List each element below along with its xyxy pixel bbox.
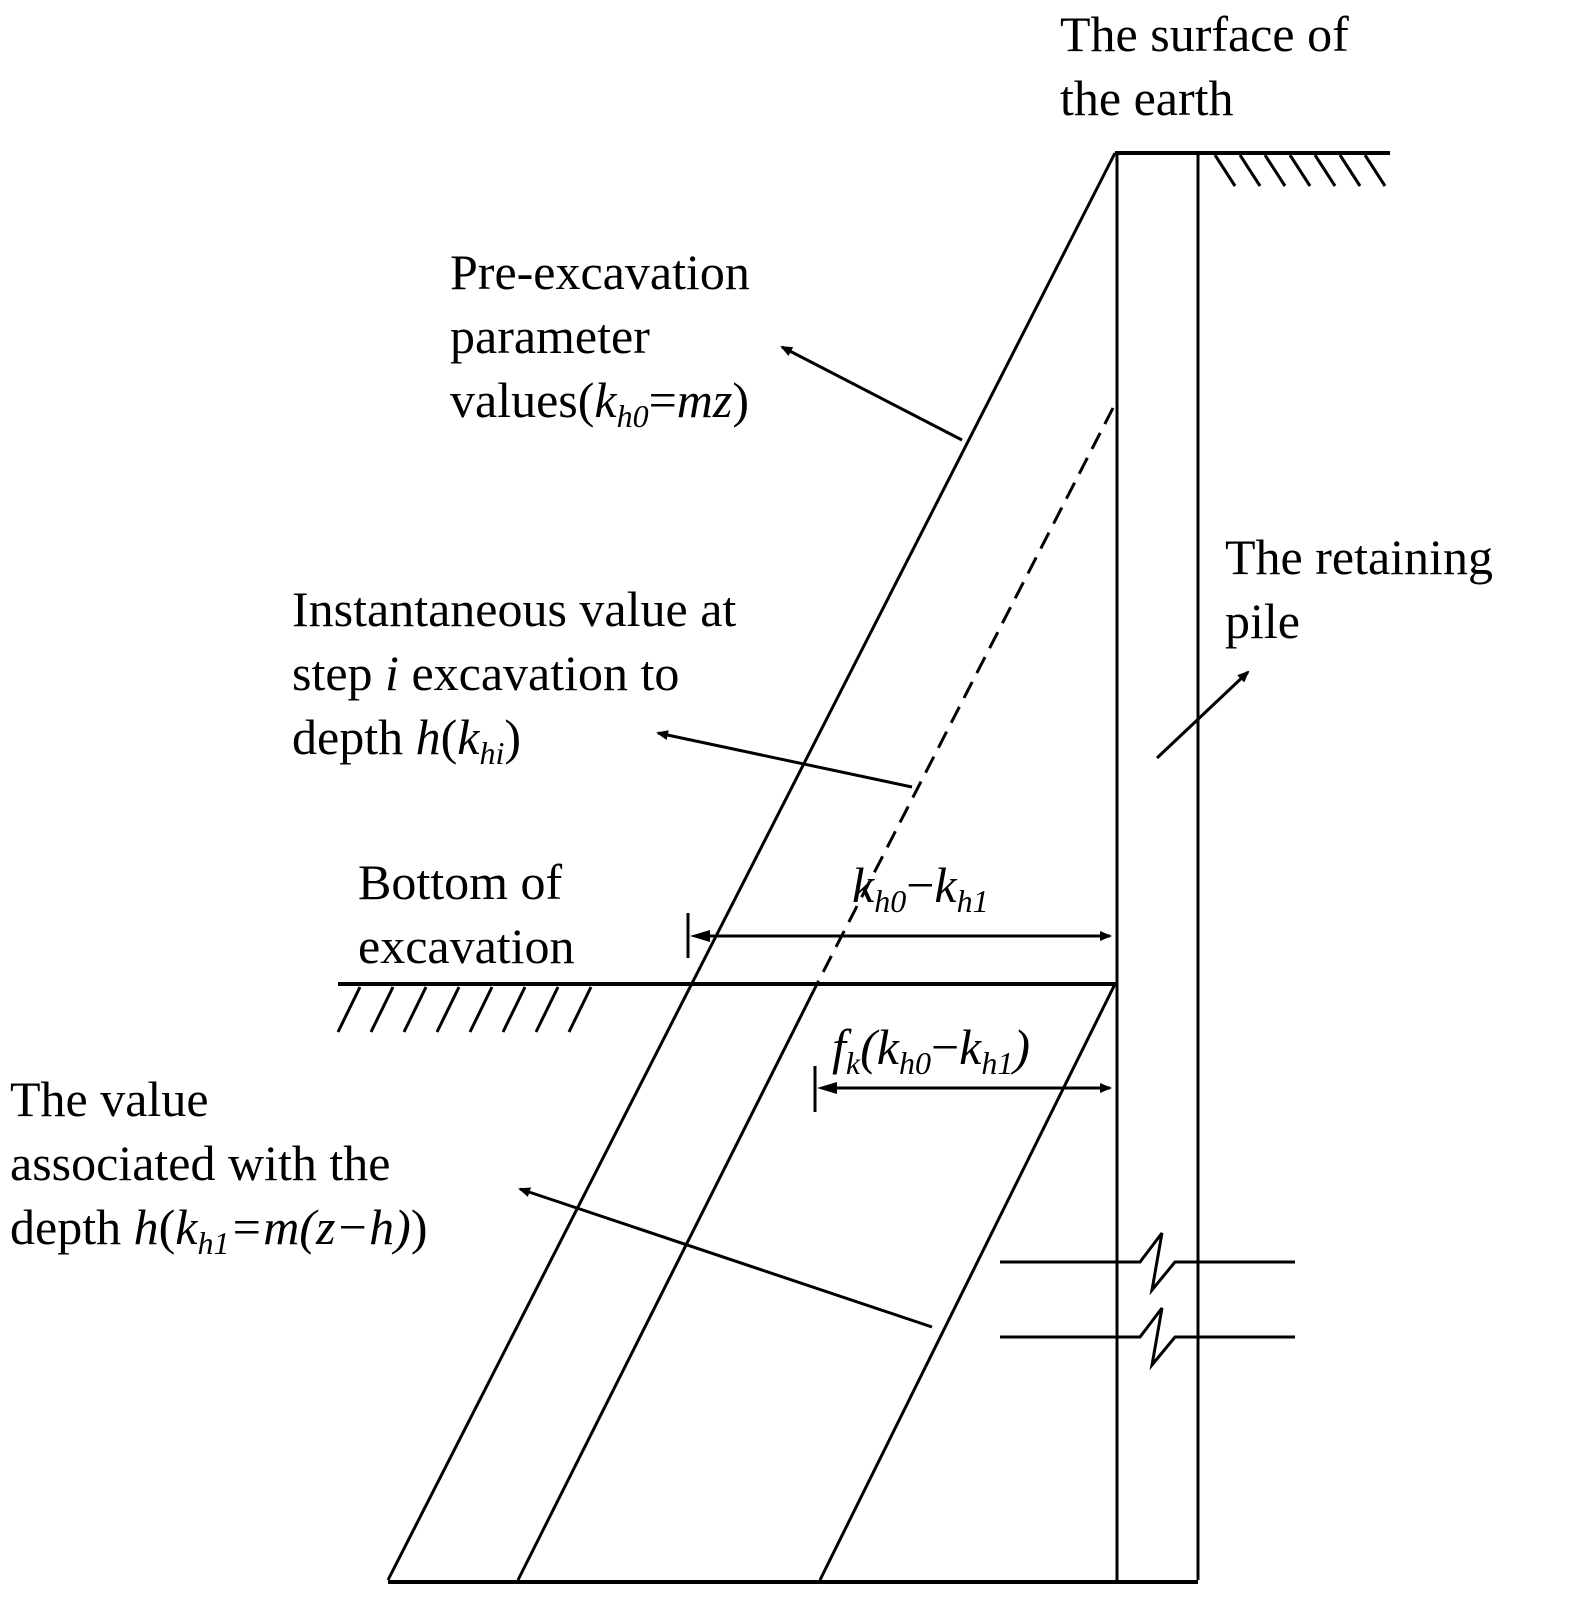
depth-associated-line (818, 983, 1117, 1581)
dimension-label-top: kh0−kh1 (852, 857, 989, 919)
instantaneous-dashed-line (816, 407, 1115, 983)
depth-associated-label: The value associated with the depth h(kh… (10, 1071, 428, 1261)
leader-arrow-pre-excavation (780, 345, 963, 442)
instantaneous-solid-line (516, 981, 820, 1581)
pile-break-lower (1000, 1307, 1295, 1371)
surface-label-line1: The surface of (1060, 6, 1349, 62)
pile-break-upper (1000, 1232, 1295, 1296)
dimension-label-bottom: fk(kh0−kh1) (832, 1019, 1031, 1081)
surface-label: The surface of the earth (1060, 2, 1349, 130)
leader-arrow-instantaneous (656, 730, 913, 789)
instantaneous-label: Instantaneous value at step i excavation… (292, 581, 737, 771)
excavation-bottom-label: Bottom of excavation (358, 854, 575, 974)
pre-excavation-line (386, 152, 1117, 1581)
dimension-arrowhead-top-left (690, 930, 710, 942)
leader-arrow-retaining-pile (1155, 670, 1250, 760)
leader-arrow-associated (518, 1187, 933, 1329)
retaining-pile-label: The retaining pile (1225, 529, 1493, 649)
excavation-bottom-hatch (336, 986, 593, 1033)
dimension-arrowhead-bottom-left (817, 1082, 837, 1094)
surface-label-line2: the earth (1060, 70, 1234, 126)
ground-surface-hatch (1213, 154, 1387, 187)
pre-excavation-label: Pre-excavation parameter values(kh0=mz) (450, 244, 750, 434)
